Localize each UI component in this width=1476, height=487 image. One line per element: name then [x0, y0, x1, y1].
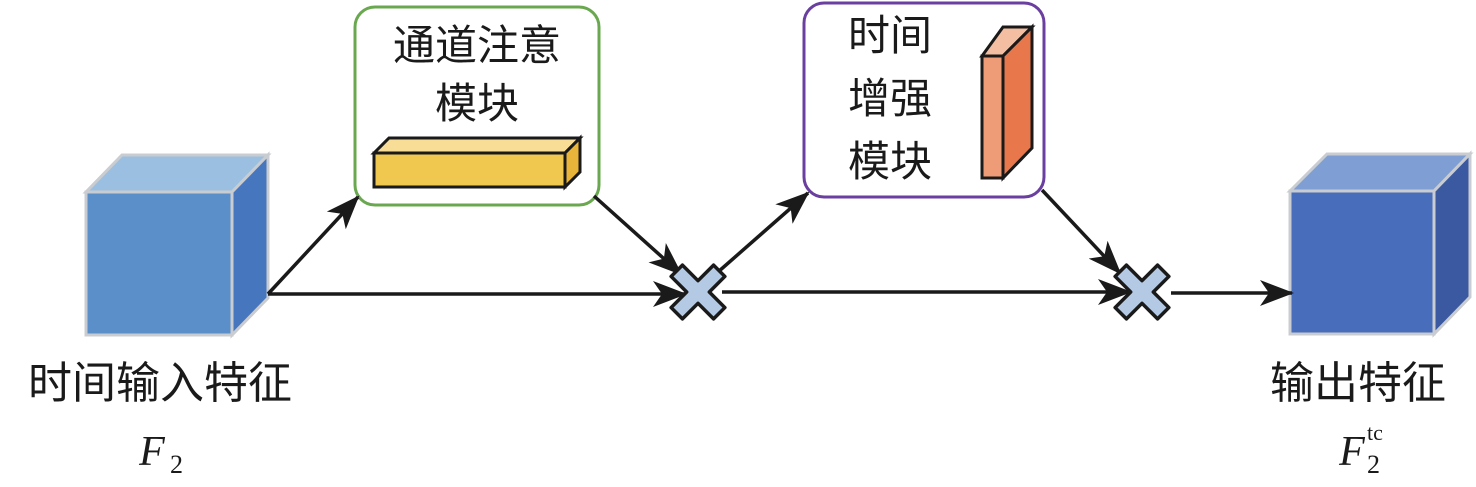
arrow-multiply-1-to-temporal-enhance — [716, 191, 810, 274]
input-feature-cube — [82, 151, 272, 339]
arrow-temporal-enhance-to-multiply-2 — [1040, 188, 1122, 275]
input-feature-label: 时间输入特征 — [28, 358, 292, 409]
input-symbol-main: F — [138, 429, 165, 475]
arrow-channel-attention-to-multiply-1 — [592, 194, 683, 276]
arrow-input-to-channel-attention — [266, 195, 360, 296]
input-symbol-subscript: 2 — [170, 450, 183, 479]
temporal-enhance-label-line2: 增强 — [848, 74, 932, 123]
channel-attention-label-line2: 模块 — [435, 79, 519, 128]
multiply-icon — [1113, 263, 1171, 321]
channel-attention-label-line1: 通道注意 — [393, 21, 561, 70]
connectors — [266, 188, 1294, 307]
multiply-node-2 — [1113, 263, 1171, 321]
output-symbol-main: F — [1338, 429, 1365, 475]
input-feature-symbol: F 2 — [138, 429, 183, 479]
temporal-enhance-label-line1: 时间 — [848, 11, 932, 60]
channel-attention-bar-icon — [370, 134, 584, 191]
output-symbol-superscript: tc — [1367, 420, 1383, 445]
temporal-enhance-label-line3: 模块 — [848, 137, 932, 186]
output-feature-label: 输出特征 — [1270, 358, 1446, 409]
cube-front-face — [1288, 189, 1436, 336]
output-feature-cube — [1286, 150, 1474, 338]
multiply-node-1 — [669, 263, 727, 321]
temporal-enhance-bar-icon — [979, 23, 1036, 182]
cube-front-face — [84, 190, 234, 337]
output-feature-symbol: F 2 tc — [1338, 420, 1383, 479]
multiply-icon — [669, 263, 727, 321]
output-symbol-subscript: 2 — [1367, 450, 1380, 479]
